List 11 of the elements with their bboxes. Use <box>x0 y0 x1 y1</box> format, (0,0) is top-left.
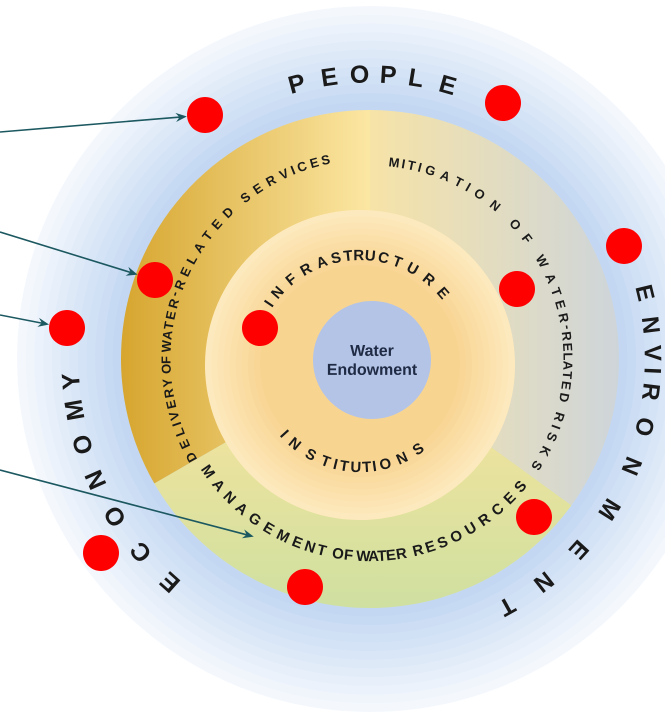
dot-marker <box>287 569 323 605</box>
dot-marker <box>606 228 642 264</box>
dot-marker <box>83 535 119 571</box>
curved-label: PEOPLE <box>288 65 457 96</box>
dot-marker <box>242 310 278 346</box>
dot-marker <box>499 271 535 307</box>
dot-marker <box>485 85 521 121</box>
dot-marker <box>187 97 223 133</box>
dot-marker <box>137 262 173 298</box>
dot-marker <box>516 499 552 535</box>
dot-marker <box>49 310 85 346</box>
